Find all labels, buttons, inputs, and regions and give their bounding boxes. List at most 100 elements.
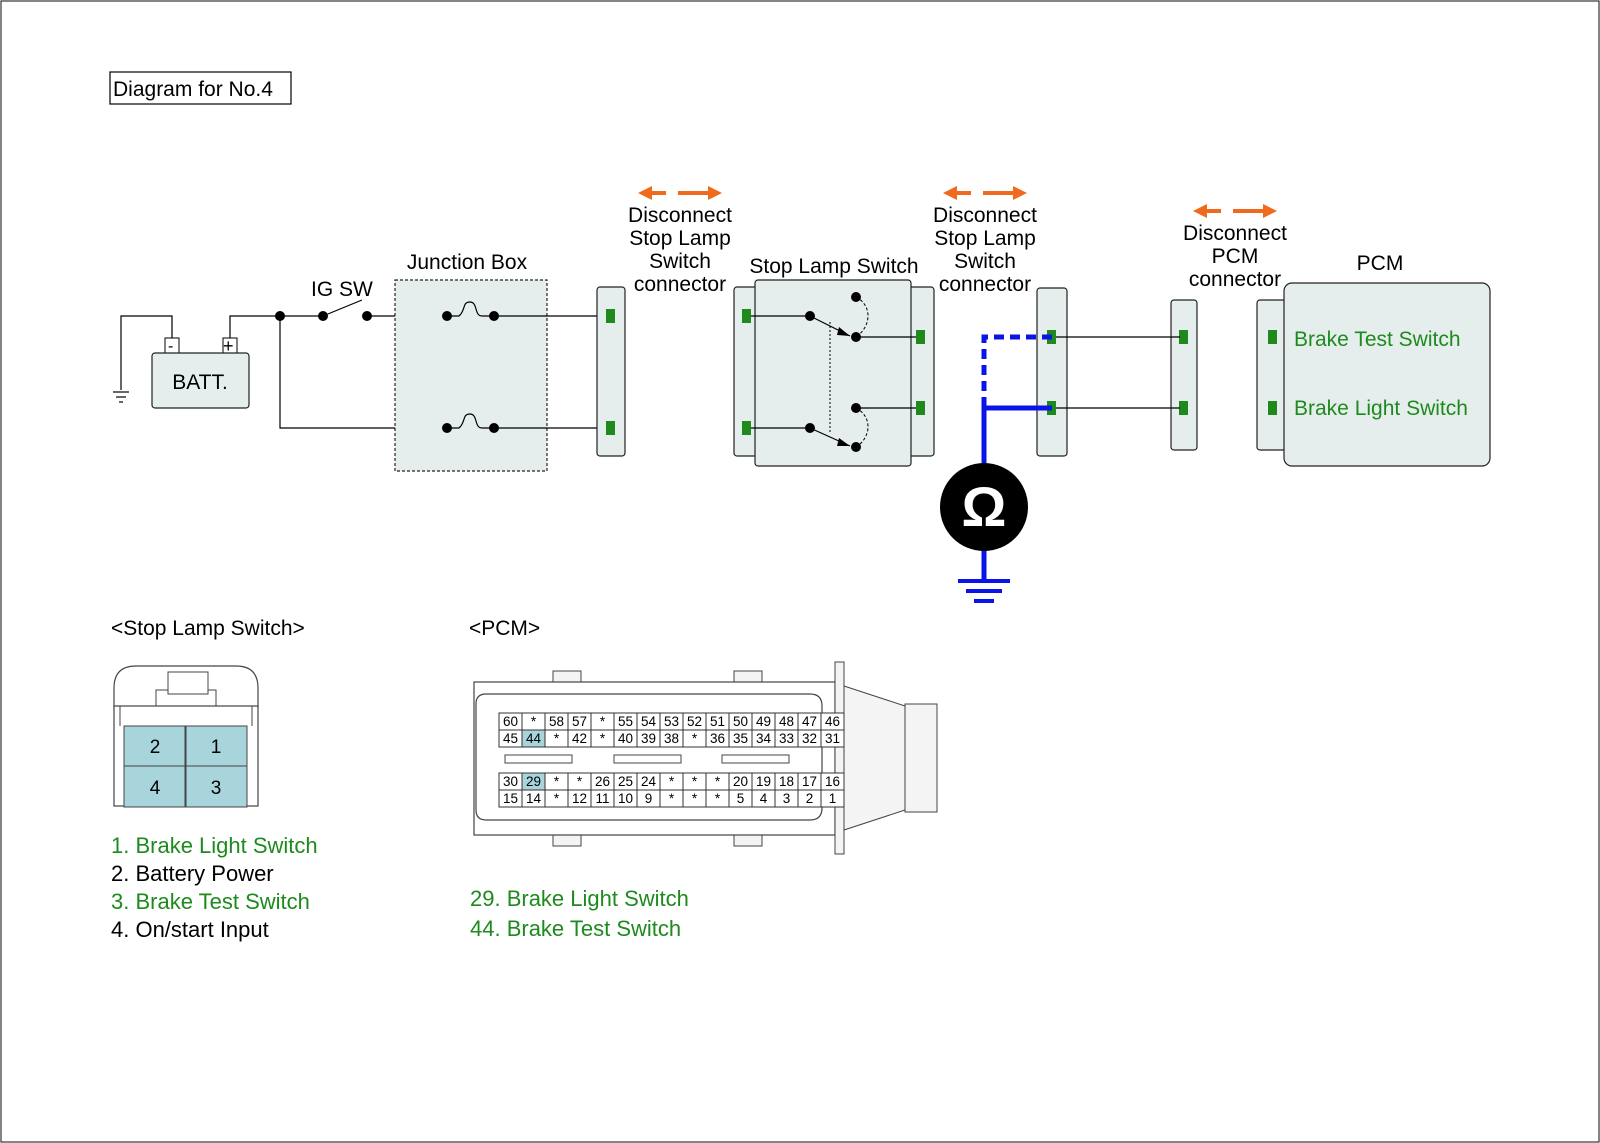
jb-connector xyxy=(596,286,626,457)
pcm-brake-light-switch: Brake Light Switch xyxy=(1294,397,1468,420)
legend-stop-lamp-item: 4. On/start Input xyxy=(111,917,269,942)
pcm-pin-cell xyxy=(820,789,845,808)
stop-lamp-connector-face: 2 1 4 3 xyxy=(113,665,259,808)
pcm-module: PCM Brake Test Switch Brake Light Switch xyxy=(1256,252,1491,467)
stop-lamp-pin-4: 4 xyxy=(150,778,161,799)
pcm-pin-label: 33 xyxy=(779,731,794,746)
stop-lamp-pin-1: 1 xyxy=(211,737,222,758)
pcm-pin-label: 49 xyxy=(756,714,771,729)
pcm-label: PCM xyxy=(1357,252,1404,275)
pcm-pin-label: 18 xyxy=(779,774,794,789)
pcm-pin-label: 5 xyxy=(737,791,745,806)
pcm-pin-label: 35 xyxy=(733,731,748,746)
stop-lamp-pin-2: 2 xyxy=(150,737,161,758)
disconnect-note-line: Disconnect xyxy=(1183,222,1287,245)
disconnect-note-line: Switch xyxy=(649,250,711,273)
pcm-pin-cell xyxy=(820,729,845,748)
disconnect-note-line: PCM xyxy=(1212,245,1259,268)
pcm-pin-label: * xyxy=(554,731,560,746)
stop-lamp-switch-label: Stop Lamp Switch xyxy=(749,255,918,278)
pcm-pin-label: 51 xyxy=(710,714,725,729)
pcm-pin-label: * xyxy=(715,774,721,789)
pcm-pin-label: 54 xyxy=(641,714,657,729)
pcm-pin-label: * xyxy=(669,791,675,806)
pcm-pin-label: 25 xyxy=(618,774,633,789)
stop-lamp-pin-3: 3 xyxy=(211,778,222,799)
pcm-pin-label: * xyxy=(692,731,698,746)
ohmmeter: Ω xyxy=(940,334,1052,603)
disconnect-note-line: Stop Lamp xyxy=(629,227,731,250)
pcm-pin-label: 19 xyxy=(756,774,771,789)
ig-sw-label: IG SW xyxy=(311,278,373,301)
disconnect-arrow-icon xyxy=(1193,204,1277,218)
junction-box-label: Junction Box xyxy=(407,251,528,274)
pcm-pin-label: 45 xyxy=(503,731,518,746)
pcm-pin-label: 50 xyxy=(733,714,748,729)
pcm-pin-label: 29 xyxy=(526,774,541,789)
pcm-pin-label: 40 xyxy=(618,731,633,746)
pcm-pin-label: 30 xyxy=(503,774,518,789)
pcm-pin-label: 24 xyxy=(641,774,657,789)
pcm-pin-label: 11 xyxy=(595,791,609,806)
pcm-pin-label: * xyxy=(554,791,560,806)
pcm-pin-label: 38 xyxy=(664,731,679,746)
pcm-pin-label: 34 xyxy=(756,731,772,746)
pcm-pin-label: 3 xyxy=(783,791,791,806)
pcm-pin-label: 48 xyxy=(779,714,794,729)
pcm-pin-label: 57 xyxy=(572,714,587,729)
disconnect-note-line: Switch xyxy=(954,250,1016,273)
pcm-pin-label: 32 xyxy=(802,731,817,746)
pcm-pin-label: 60 xyxy=(503,714,518,729)
ig-switch: IG SW xyxy=(275,278,447,429)
legend-pcm-item: 44. Brake Test Switch xyxy=(470,916,681,941)
pcm-pin-label: 52 xyxy=(687,714,702,729)
disconnect-arrow-icon xyxy=(638,186,722,200)
title-frame xyxy=(109,71,292,105)
pcm-connector-heading: <PCM> xyxy=(469,617,540,640)
stop-lamp-switch: Stop Lamp Switch xyxy=(733,255,935,467)
pcm-pin-label: * xyxy=(715,791,721,806)
pcm-pin-label: 9 xyxy=(645,791,653,806)
legend-pcm: 29. Brake Light Switch 44. Brake Test Swi… xyxy=(470,886,689,941)
pcm-pin-label: * xyxy=(600,731,606,746)
battery-plus-label: + xyxy=(223,336,234,356)
legend-stop-lamp-item: 1. Brake Light Switch xyxy=(111,833,318,858)
disconnect-note-line: Stop Lamp xyxy=(934,227,1036,250)
stop-lamp-connector-heading: <Stop Lamp Switch> xyxy=(111,617,305,640)
pcm-pin-label: 14 xyxy=(526,791,542,806)
pcm-pin-label: * xyxy=(692,774,698,789)
pcm-pin-label: * xyxy=(669,774,675,789)
pcm-pin-label: 1 xyxy=(829,791,837,806)
legend-pcm-item: 29. Brake Light Switch xyxy=(470,886,689,911)
pcm-pin-label: 55 xyxy=(618,714,633,729)
disconnect-arrow-icon xyxy=(943,186,1027,200)
pcm-pin-label: 26 xyxy=(595,774,610,789)
pcm-pin-label: * xyxy=(600,714,606,729)
pcm-pin-label: 15 xyxy=(503,791,518,806)
pcm-pin-label: 4 xyxy=(760,791,768,806)
pcm-pin-label: 2 xyxy=(806,791,814,806)
pcm-pin-label: * xyxy=(554,774,560,789)
pcm-pin-label: 53 xyxy=(664,714,679,729)
disconnect-note-line: connector xyxy=(939,273,1031,296)
battery: - + BATT. xyxy=(113,315,280,409)
pcm-pin-label: * xyxy=(577,774,583,789)
pcm-pin-label: 10 xyxy=(618,791,633,806)
pcm-pin-label: 16 xyxy=(825,774,840,789)
harness-connector-b xyxy=(1170,299,1198,451)
pcm-pin-label: 44 xyxy=(526,731,542,746)
pcm-pin-label: 17 xyxy=(802,774,817,789)
diagram-title: Diagram for No.4 xyxy=(113,78,273,101)
battery-label: BATT. xyxy=(172,371,228,394)
disconnect-note-line: connector xyxy=(1189,268,1281,291)
pcm-pin-label: * xyxy=(531,714,537,729)
pcm-pin-label: 12 xyxy=(572,791,587,806)
battery-minus-label: - xyxy=(168,338,173,355)
